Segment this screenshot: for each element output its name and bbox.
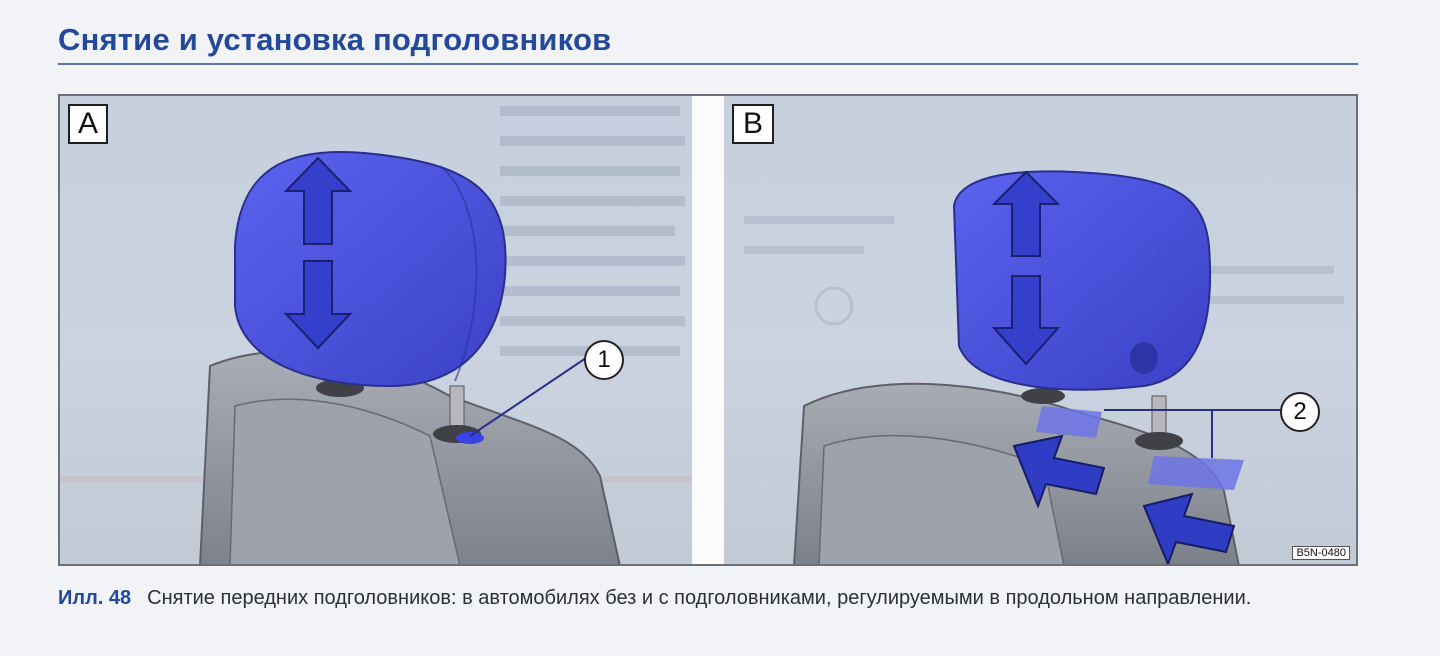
callout-1: 1 — [584, 340, 624, 380]
figure-code: B5N-0480 — [1292, 546, 1350, 560]
title-divider — [58, 63, 1358, 65]
caption-text: Снятие передних подголовников: в автомоб… — [147, 587, 1251, 609]
page-title: Снятие и установка подголовников — [58, 22, 611, 58]
panel-a: A 1 — [60, 96, 692, 564]
headrest — [954, 171, 1210, 389]
release-pad-right — [1148, 456, 1244, 490]
callout-2: 2 — [1280, 392, 1320, 432]
panel-a-drawing — [60, 96, 692, 564]
figure-caption: Илл. 48 Снятие передних подголовников: в … — [58, 583, 1358, 614]
panel-b-label: B — [732, 104, 774, 144]
panel-separator — [692, 96, 724, 564]
panel-b-drawing — [724, 96, 1356, 564]
panel-b: B 2 B5N-0480 — [724, 96, 1356, 564]
caption-number: Илл. 48 — [58, 587, 131, 609]
panel-a-label: A — [68, 104, 108, 144]
release-button — [456, 432, 484, 444]
illustration-figure: A 1 — [58, 94, 1358, 566]
